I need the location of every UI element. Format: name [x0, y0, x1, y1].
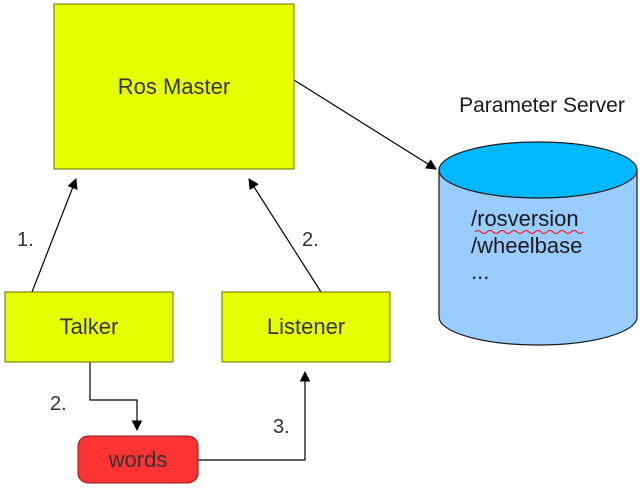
- step-label-talker-register: 1.: [17, 229, 34, 251]
- node-talker: Talker: [4, 291, 174, 363]
- parameter-entry-ellipsis: ...: [471, 259, 489, 284]
- topic-words-label: words: [108, 447, 168, 472]
- step-label-listener-register: 2.: [302, 229, 319, 251]
- parameter-entry-wheelbase: /wheelbase: [471, 233, 582, 258]
- edge-talker-to-topic: [89, 362, 143, 432]
- step-label-listener-subscribe: 3.: [273, 416, 290, 438]
- parameter-server: Parameter Server /rosversion /wheelbase …: [438, 94, 638, 346]
- edge-master-to-parameter-server: [293, 79, 437, 170]
- step-label-talker-publish: 2.: [50, 393, 67, 415]
- node-talker-box: [4, 291, 174, 363]
- topic-words-box: [77, 435, 199, 484]
- node-listener-box: [221, 291, 391, 363]
- edge-topic-to-listener: [198, 370, 311, 461]
- parameter-server-title: Parameter Server: [459, 94, 625, 117]
- parameter-entry-rosversion: /rosversion: [471, 206, 579, 231]
- node-talker-label: Talker: [60, 314, 119, 339]
- edge-talker-to-master: [31, 177, 78, 293]
- node-ros-master: Ros Master: [53, 3, 295, 170]
- node-listener: Listener: [221, 291, 391, 363]
- edge-listener-to-master: [248, 178, 322, 293]
- spellcheck-underline: [474, 230, 584, 234]
- topic-words: words: [77, 435, 199, 484]
- parameter-server-cylinder-top: [438, 141, 638, 199]
- node-ros-master-label: Ros Master: [118, 74, 230, 99]
- parameter-server-cylinder-body: [438, 169, 638, 346]
- node-ros-master-box: [53, 3, 295, 170]
- node-listener-label: Listener: [267, 314, 345, 339]
